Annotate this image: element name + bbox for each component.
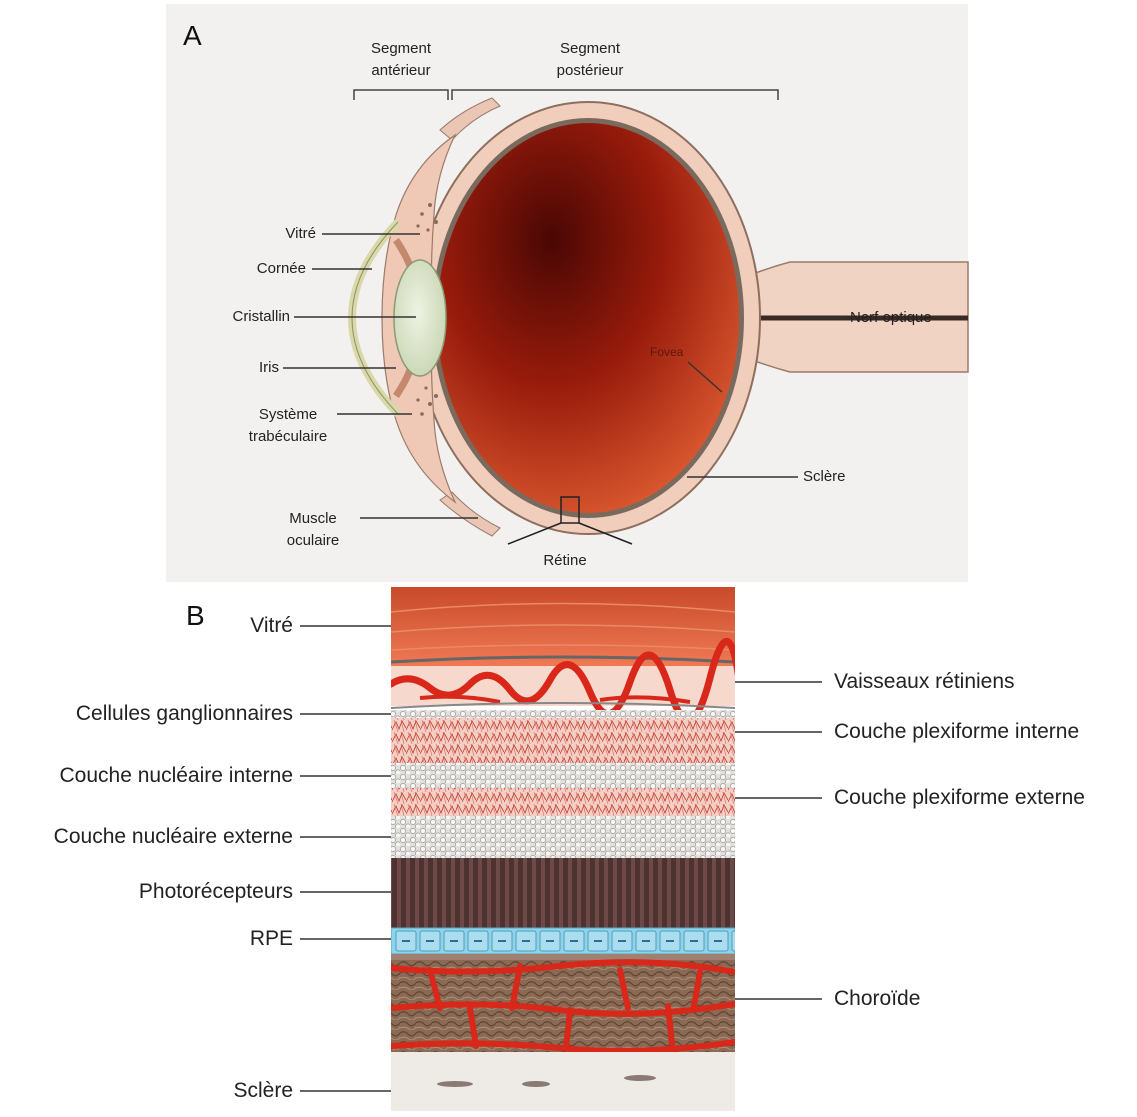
rpe-nucleus	[450, 940, 458, 942]
rpe-nucleus	[714, 940, 722, 942]
rpe-nucleus	[498, 940, 506, 942]
sclera-layer	[391, 1052, 735, 1111]
rpe-nucleus	[474, 940, 482, 942]
label-couche-plexiforme-externe: Couche plexiforme externe	[834, 785, 1085, 811]
label-vitre-b: Vitré	[90, 613, 293, 639]
label-rpe: RPE	[0, 926, 293, 952]
label-couche-nucleaire-externe: Couche nucléaire externe	[0, 824, 293, 850]
rpe-cell	[732, 931, 752, 951]
label-vitre-a: Vitré	[220, 223, 316, 245]
outer-plexiform-layer	[391, 788, 735, 816]
rpe-cells	[396, 931, 752, 951]
lens-shape	[394, 260, 446, 376]
rpe-nucleus	[618, 940, 626, 942]
label-nerf-optique: Nerf optique	[850, 307, 932, 329]
label-systeme-trabeculaire: Système trabéculaire	[238, 404, 338, 448]
label-sclere-a: Sclère	[803, 466, 846, 488]
rpe-nucleus	[738, 940, 746, 942]
rpe-nucleus	[522, 940, 530, 942]
label-cristallin: Cristallin	[190, 306, 290, 328]
rpe-nucleus	[570, 940, 578, 942]
label-muscle-oculaire: Muscle oculaire	[268, 508, 358, 552]
rpe-nucleus	[546, 940, 554, 942]
vitreous-layer	[391, 587, 735, 667]
rpe-nucleus	[642, 940, 650, 942]
label-couche-nucleaire-interne: Couche nucléaire interne	[0, 763, 293, 789]
vitreous-body	[437, 123, 739, 513]
rpe-nucleus	[426, 940, 434, 942]
label-iris: Iris	[180, 357, 279, 379]
photoreceptor-layer	[391, 858, 735, 928]
label-photorecepteurs: Photorécepteurs	[0, 879, 293, 905]
label-retine: Rétine	[520, 550, 610, 572]
rpe-nucleus	[402, 940, 410, 942]
segment-posterior-label: Segment postérieur	[540, 38, 640, 82]
retina-section	[391, 587, 752, 1111]
rpe-nucleus	[594, 940, 602, 942]
outer-nuclear-layer	[391, 816, 735, 858]
ganglion-cell-layer	[391, 710, 735, 718]
label-cornee: Cornée	[210, 258, 306, 280]
panel-a-letter: A	[183, 20, 202, 52]
label-fovea: Fovea	[650, 341, 683, 363]
inner-nuclear-layer	[391, 763, 735, 788]
segment-anterior-label: Segment antérieur	[354, 38, 448, 82]
label-cellules-ganglionnaires: Cellules ganglionnaires	[0, 701, 293, 727]
rpe-layer	[391, 928, 735, 954]
label-couche-plexiforme-interne: Couche plexiforme interne	[834, 719, 1079, 745]
rpe-nucleus	[690, 940, 698, 942]
inner-plexiform-layer	[391, 718, 735, 763]
label-vaisseaux-retiniens: Vaisseaux rétiniens	[834, 669, 1015, 695]
rpe-nucleus	[666, 940, 674, 942]
label-choroide: Choroïde	[834, 986, 920, 1012]
label-sclere-b: Sclère	[0, 1078, 293, 1104]
